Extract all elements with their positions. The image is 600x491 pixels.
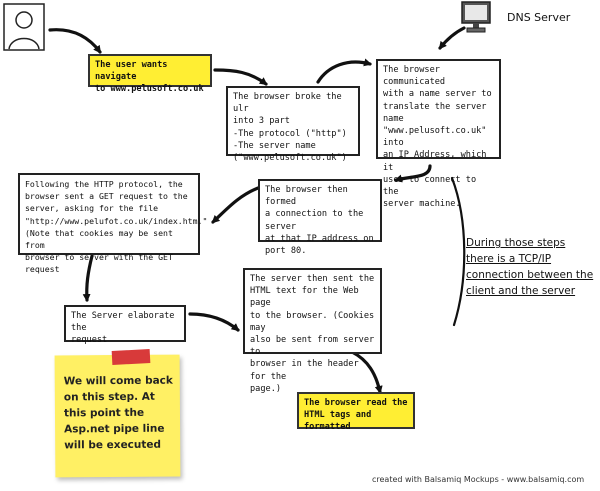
arrow-step6-to-step7 xyxy=(188,312,240,332)
arrow-step1-to-step2 xyxy=(213,68,268,86)
step-browser-parse-url: The browser broke the ulr into 3 part -T… xyxy=(226,86,360,163)
user-avatar-icon xyxy=(3,3,45,51)
sticky-note-tape xyxy=(111,349,151,365)
arrow-user-to-step1 xyxy=(48,28,102,54)
step-browser-render: The browser read the HTML tags and forma… xyxy=(297,392,415,432)
tcp-ip-note: During those steps there is a TCP/IP con… xyxy=(466,235,596,299)
arrow-step2-to-step3 xyxy=(316,58,372,84)
sticky-note: We will come back on this step. At this … xyxy=(54,354,181,478)
tcp-ip-note-line4: client and the server xyxy=(466,285,576,297)
arrow-step7-to-step8 xyxy=(350,350,383,394)
bracket-curve xyxy=(450,176,466,327)
step-user-navigate: The user wants navigate to www.pelusoft.… xyxy=(88,54,212,94)
arrow-step3-to-step4 xyxy=(394,164,432,183)
footer-credit: created with Balsamiq Mockups - www.bals… xyxy=(372,475,585,484)
sticky-note-text: We will come back on this step. At this … xyxy=(63,374,173,452)
arrow-server-to-step3 xyxy=(438,26,466,50)
tcp-ip-note-line1: During those steps xyxy=(466,237,566,249)
computer-monitor-icon xyxy=(460,0,492,34)
step-server-elaborate: The Server elaborate the request xyxy=(64,305,186,345)
step-connect-port-80: The browser then formed a connection to … xyxy=(258,179,382,256)
step-dns-lookup: The browser communicated with a name ser… xyxy=(376,59,501,209)
tcp-ip-note-line3: connection between the xyxy=(466,269,594,281)
arrow-step5-to-step6 xyxy=(82,254,94,302)
dns-server-label: DNS Server xyxy=(507,11,571,24)
step-server-send-html: The server then sent the HTML text for t… xyxy=(243,268,382,394)
arrow-step4-to-step5 xyxy=(211,186,260,224)
step-get-request: Following the HTTP protocol, the browser… xyxy=(18,173,207,274)
tcp-ip-note-line2: there is a TCP/IP xyxy=(466,253,552,265)
